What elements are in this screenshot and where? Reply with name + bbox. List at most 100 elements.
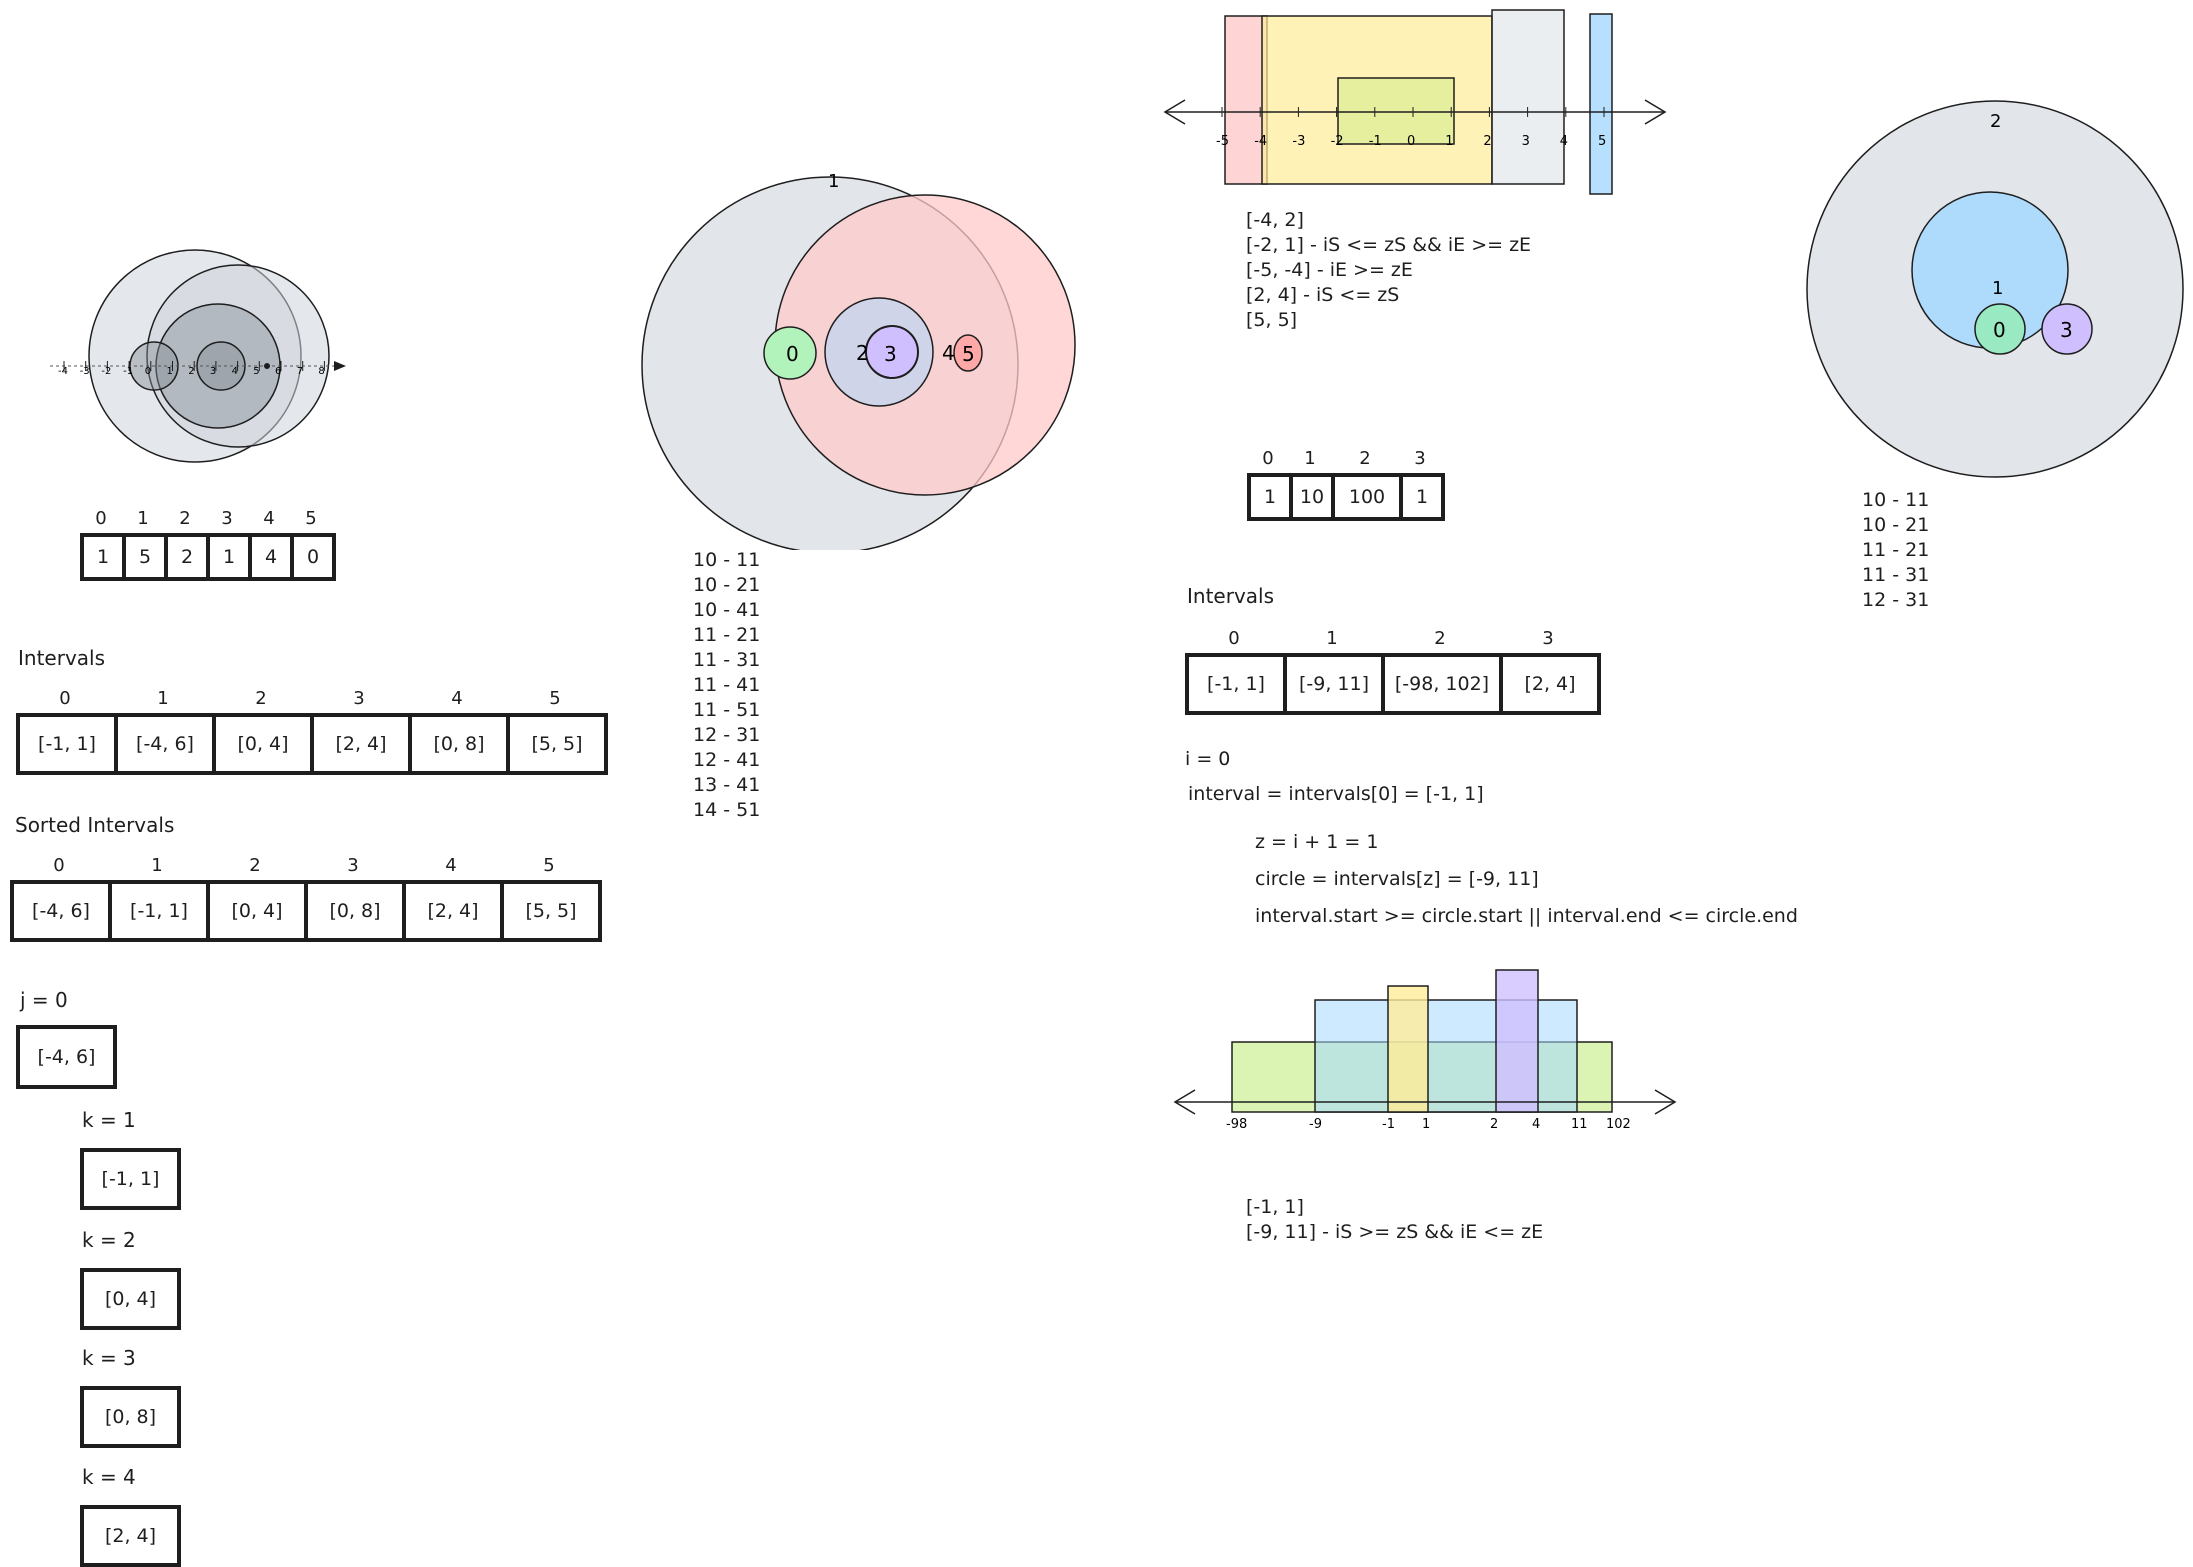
code-line: interval = intervals[0] = [-1, 1] — [1188, 783, 1484, 805]
arrow-right-icon — [1654, 1089, 1677, 1115]
nested-circles-diagram-2: 2 1 0 3 — [1806, 100, 2184, 478]
array-cell: [5, 5] — [500, 880, 602, 942]
array-cell: [0, 4] — [212, 713, 314, 775]
arrow-left-icon — [1163, 99, 1186, 125]
list-line: [-1, 1] — [1246, 1196, 1304, 1218]
array-cell: 4 — [248, 533, 294, 581]
array-cell: 1 — [1247, 473, 1293, 521]
code-line: z = i + 1 = 1 — [1255, 831, 1379, 853]
k-box: [0, 4] — [80, 1268, 181, 1330]
list-line: 10 - 41 — [693, 599, 761, 621]
axis-tick-label: 5 — [1598, 134, 1606, 149]
index-label: 2 — [1359, 448, 1371, 469]
axis-tick-label: 0 — [145, 366, 151, 377]
list-line: 12 - 31 — [693, 724, 761, 746]
index-label: 0 — [1228, 628, 1240, 649]
list-line: 11 - 21 — [693, 624, 761, 646]
circle-label-5: 5 — [962, 342, 975, 366]
k-label: k = 4 — [82, 1465, 136, 1489]
axis-tick-label: 1 — [167, 366, 173, 377]
array-cell: [2, 4] — [402, 880, 504, 942]
arrow-right-icon — [1644, 99, 1667, 125]
list-line: 11 - 41 — [693, 674, 761, 696]
intervals-cells: [-1, 1][-9, 11][-98, 102][2, 4] — [1185, 653, 1601, 715]
list-line: [-4, 2] — [1246, 209, 1304, 231]
list-line: 12 - 41 — [693, 749, 761, 771]
array-cell: 10 — [1289, 473, 1335, 521]
sorted-cells: [-4, 6][-1, 1][0, 4][0, 8][2, 4][5, 5] — [10, 880, 602, 942]
j-box: [-4, 6] — [16, 1025, 117, 1089]
list-line: 11 - 51 — [693, 699, 761, 721]
array-cell: [-1, 1] — [1185, 653, 1287, 715]
list-line: 14 - 51 — [693, 799, 761, 821]
axis-tick-label: -4 — [1254, 134, 1267, 149]
circle-0 — [1974, 303, 2026, 355]
array-cell: 5 — [122, 533, 168, 581]
circle-label-3: 3 — [2060, 318, 2073, 342]
index-label: 1 — [151, 855, 163, 876]
axis-tick-label: -4 — [58, 366, 68, 377]
bar-red — [1224, 15, 1268, 185]
notes-list-2: [-1, 1] [-9, 11] - iS >= zS && iE <= zE — [1246, 1195, 1543, 1245]
code-line: circle = intervals[z] = [-9, 11] — [1255, 868, 1539, 890]
index-label: 1 — [137, 508, 149, 529]
axis-tick-label: -2 — [1331, 134, 1344, 149]
list-line: 10 - 11 — [693, 549, 761, 571]
point-marker — [264, 363, 270, 369]
index-label: 4 — [263, 508, 275, 529]
axis-tick-label: -2 — [101, 366, 111, 377]
list-line: 10 - 11 — [1862, 489, 1930, 511]
list-line: [2, 4] - iS <= zS — [1246, 284, 1400, 306]
circle-label-1: 1 — [828, 171, 839, 192]
axis-tick-label: 3 — [210, 366, 216, 377]
intervals-label: Intervals — [18, 646, 106, 670]
index-label: 4 — [451, 688, 463, 709]
intervals-label: Intervals — [1187, 584, 1275, 608]
list-line: 11 - 31 — [1862, 564, 1930, 586]
circle-3 — [2041, 303, 2093, 355]
array-cell: [-9, 11] — [1283, 653, 1385, 715]
axis-tick-label: -9 — [1309, 1117, 1322, 1132]
index-label: 3 — [347, 855, 359, 876]
array-cell: [5, 5] — [506, 713, 608, 775]
bar-purple — [1495, 969, 1539, 1113]
circle-5 — [953, 334, 983, 372]
axis-tick-label: 11 — [1571, 1117, 1588, 1132]
k-label: k = 1 — [82, 1108, 136, 1132]
index-label: 0 — [53, 855, 65, 876]
index-label: 3 — [221, 508, 233, 529]
circle-label-2: 2 — [856, 341, 869, 365]
list-line: [-9, 11] - iS >= zS && iE <= zE — [1246, 1221, 1544, 1243]
intervals-index-row: 0 1 2 3 — [1185, 628, 1597, 649]
index-label: 1 — [157, 688, 169, 709]
index-label: 1 — [1326, 628, 1338, 649]
array-cell: [2, 4] — [1499, 653, 1601, 715]
array-cell: [0, 4] — [206, 880, 308, 942]
axis-tick-label: 4 — [232, 366, 238, 377]
index-label: 2 — [179, 508, 191, 529]
index-label: 2 — [1434, 628, 1446, 649]
index-label: 5 — [305, 508, 317, 529]
array-cell: [0, 8] — [408, 713, 510, 775]
index-label: 3 — [353, 688, 365, 709]
k-label: k = 2 — [82, 1228, 136, 1252]
axis-tick-label: -1 — [1369, 134, 1382, 149]
axis-tick-label: 0 — [1407, 134, 1415, 149]
circle-label-0: 0 — [1993, 318, 2006, 342]
intervals-cells: [-1, 1][-4, 6][0, 4][2, 4][0, 8][5, 5] — [16, 713, 608, 775]
array-cell: [2, 4] — [310, 713, 412, 775]
index-label: 0 — [59, 688, 71, 709]
arrow-left-icon — [1173, 1089, 1196, 1115]
index-label: 3 — [1542, 628, 1554, 649]
array-cell: 1 — [1399, 473, 1445, 521]
circle-0 — [763, 326, 817, 380]
array-cell: [-98, 102] — [1381, 653, 1503, 715]
axis-tick-label: 8 — [318, 366, 324, 377]
